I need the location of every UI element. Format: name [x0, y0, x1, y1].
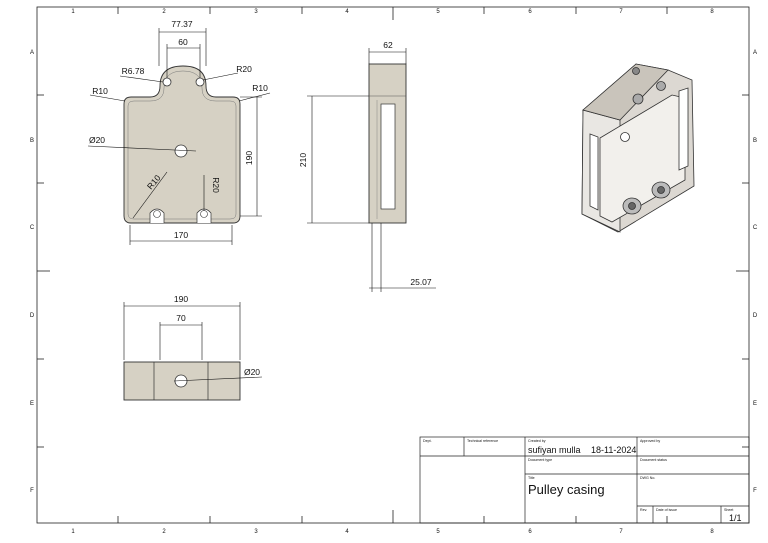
iso-front-hole [620, 132, 630, 142]
created-date: 18-11-2024 [591, 445, 636, 455]
iso-bottom-hole-right [657, 186, 665, 194]
side-view-dimension-lines [307, 48, 436, 292]
row-label-left-E: E [30, 401, 34, 407]
col-label-top-6: 6 [528, 9, 532, 15]
radius-right-label: R10 [252, 83, 268, 93]
col-label-bottom-2: 2 [162, 529, 166, 535]
isometric-view [581, 63, 695, 233]
date-of-issue-label: Date of issue [656, 508, 677, 512]
col-label-top-5: 5 [436, 9, 440, 15]
row-label-left-B: B [30, 138, 34, 144]
front-view-dimension-lines [87, 28, 271, 245]
col-label-bottom-8: 8 [710, 529, 714, 535]
bottom-view [123, 361, 241, 401]
row-label-right-F: F [753, 488, 757, 494]
bottom-width-label: 190 [174, 294, 188, 304]
bottom-inner-label: 70 [176, 313, 186, 323]
row-label-left-A: A [30, 50, 34, 56]
document-type-label: Document type [528, 458, 552, 462]
row-label-left-C: C [30, 225, 35, 231]
rev-label: Rev. [640, 508, 647, 512]
document-status-label: Document status [640, 458, 667, 462]
front-view-outline [123, 65, 241, 224]
front-view-slot-hole-left [153, 210, 161, 218]
dwg-no-label: DWG No. [640, 476, 655, 480]
col-label-bottom-1: 1 [71, 529, 75, 535]
col-label-top-3: 3 [254, 9, 258, 15]
row-label-right-A: A [753, 50, 757, 56]
front-view-center-hole [174, 144, 188, 158]
iso-hole-upper-a [632, 93, 644, 105]
row-label-right-E: E [753, 401, 757, 407]
front-view-mounting-hole-right [195, 77, 205, 87]
col-label-bottom-3: 3 [254, 529, 258, 535]
side-width-label: 62 [383, 40, 393, 50]
side-height-label: 210 [298, 153, 308, 167]
grid-ticks [37, 7, 749, 523]
bottom-hole-diameter-label: Ø20 [244, 367, 260, 377]
iso-top-face [582, 63, 669, 121]
row-label-right-B: B [753, 138, 757, 144]
col-label-bottom-5: 5 [436, 529, 440, 535]
drawing-title: Pulley casing [528, 482, 605, 497]
tech-ref-label: Technical reference [467, 439, 498, 443]
approved-by-label: Approved by [640, 439, 660, 443]
col-label-top-8: 8 [710, 9, 714, 15]
radius-bottom-label: R20 [211, 177, 221, 193]
side-view [368, 63, 407, 224]
col-label-bottom-4: 4 [345, 529, 349, 535]
iso-hole-upper-b [656, 81, 666, 91]
front-hole-diameter-label: Ø20 [89, 135, 105, 145]
front-width-bottom-label: 170 [174, 230, 188, 240]
created-by-label: Created by [528, 439, 546, 443]
radius-hole-left-label: R6.78 [122, 66, 145, 76]
row-label-left-F: F [30, 488, 34, 494]
row-label-left-D: D [30, 313, 35, 319]
bottom-view-dimension-lines [123, 302, 263, 382]
radius-left-label: R10 [92, 86, 108, 96]
col-label-bottom-7: 7 [619, 529, 623, 535]
front-view-slot-hole-right [200, 210, 208, 218]
front-view [123, 65, 241, 224]
row-label-right-C: C [753, 225, 758, 231]
side-view-window [380, 103, 396, 210]
iso-window-left [589, 133, 599, 211]
dim-top-overall: 77.37 [171, 19, 193, 29]
title-label: Title [528, 476, 535, 480]
iso-bottom-hole-left [628, 202, 636, 210]
iso-top-hole [632, 67, 640, 75]
row-label-right-D: D [753, 313, 758, 319]
iso-window-right [678, 87, 689, 171]
side-thickness-label: 25.07 [410, 277, 432, 287]
col-label-top-1: 1 [71, 9, 75, 15]
title-block [419, 436, 750, 524]
created-by-name: sufiyan mulla [528, 445, 581, 455]
col-label-top-7: 7 [619, 9, 623, 15]
col-label-bottom-6: 6 [528, 529, 532, 535]
dim-top-inner: 60 [178, 37, 188, 47]
sheet-label: Sheet [724, 508, 733, 512]
radius-top-right-label: R20 [236, 64, 252, 74]
sheet-number: 1/1 [729, 513, 742, 523]
front-view-inner-edge [127, 70, 237, 220]
dept-label: Dept. [423, 439, 432, 443]
front-view-mounting-hole-left [162, 77, 172, 87]
col-label-top-4: 4 [345, 9, 349, 15]
front-height-label: 190 [244, 151, 254, 165]
col-label-top-2: 2 [162, 9, 166, 15]
